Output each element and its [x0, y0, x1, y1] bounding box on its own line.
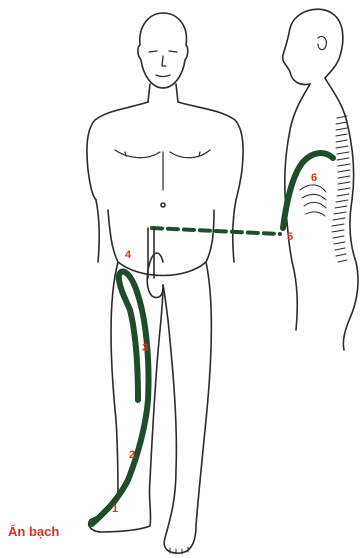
side-back: [325, 78, 358, 350]
side-ear: [318, 36, 326, 49]
point-label-5: 5: [287, 231, 293, 243]
start-point-label: Ẩn bạch: [8, 524, 59, 539]
front-navel: [161, 203, 165, 207]
point-label-6: 6: [311, 172, 317, 184]
front-chest: [115, 150, 210, 190]
meridian-torso-line: [283, 153, 333, 228]
point-label-3: 3: [142, 342, 148, 354]
front-torso: [87, 102, 243, 200]
front-face: [149, 51, 177, 77]
point-label-4: 4: [125, 249, 132, 261]
side-head: [283, 9, 343, 84]
front-figure: [87, 13, 243, 554]
front-hips: [108, 210, 214, 276]
meridian-leg-line: [92, 271, 149, 524]
side-spine: [300, 116, 350, 262]
front-leg-left: [163, 262, 211, 553]
meridian-path: [92, 153, 333, 524]
meridian-connector: [152, 228, 280, 234]
point-label-2: 2: [129, 449, 135, 461]
front-neck: [148, 84, 178, 102]
meridian-connector-drop: [148, 228, 154, 278]
point-label-1: 1: [112, 503, 118, 515]
